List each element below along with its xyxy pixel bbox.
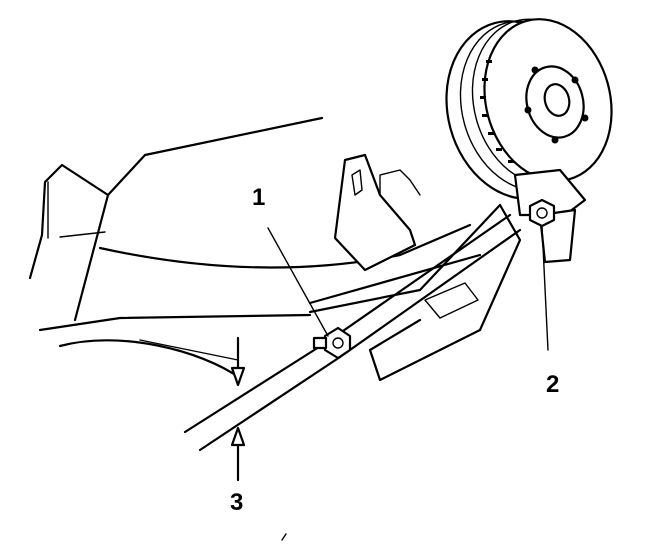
nut-1 <box>312 326 352 360</box>
callout-3: 3 <box>230 489 243 516</box>
leader-line-2 <box>541 225 549 351</box>
nut-2 <box>528 198 556 228</box>
rotor-vent-holes <box>480 60 514 163</box>
mounting-bracket <box>333 153 421 272</box>
stabilizer-bar <box>183 213 522 452</box>
clearance-arrows <box>230 336 246 482</box>
wheel-studs <box>524 66 589 144</box>
arrow-down-icon <box>230 366 246 387</box>
frame-rail <box>308 203 522 382</box>
callout-2: 2 <box>546 371 559 398</box>
callout-1: 1 <box>252 184 265 211</box>
leader-lines <box>267 225 549 351</box>
arrow-up-icon <box>230 426 246 447</box>
brake-rotor <box>445 18 613 200</box>
leader-line-1 <box>267 227 329 337</box>
stray-mark <box>281 533 287 541</box>
